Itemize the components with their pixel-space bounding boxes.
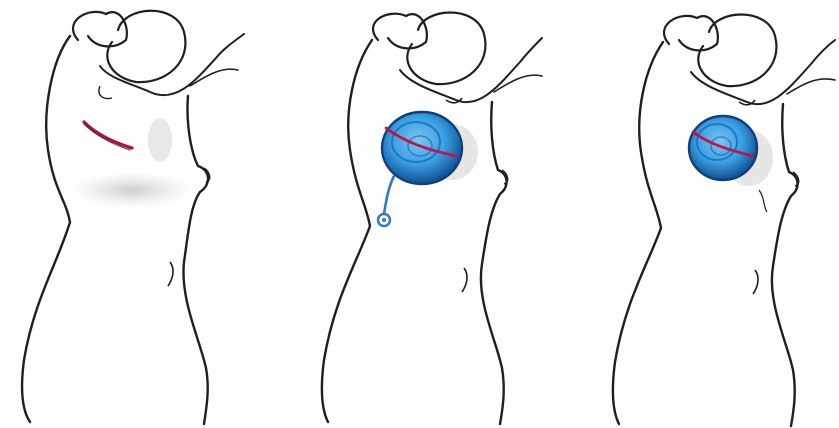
torso-sketch-incision — [0, 0, 280, 428]
head-outline — [407, 13, 485, 85]
torso-sketch-panel-2 — [280, 0, 560, 428]
head-outline — [107, 11, 185, 82]
front-outline — [772, 104, 798, 426]
front-outline — [481, 102, 507, 424]
torso-sketch-panel-1 — [0, 0, 280, 428]
chest-shading — [148, 118, 172, 162]
head-outline — [698, 15, 776, 87]
rib-mark — [759, 190, 767, 212]
navel-mark — [168, 262, 173, 286]
arm-outline — [400, 38, 542, 102]
hand-outline — [373, 14, 427, 49]
incision-line — [84, 122, 132, 148]
axilla-fold — [99, 86, 112, 99]
fill-tube — [384, 176, 394, 214]
navel-mark — [753, 270, 758, 294]
front-outline — [183, 96, 208, 424]
injection-port-center — [382, 218, 386, 222]
back-outline — [613, 42, 663, 424]
torso-sketch-expander — [559, 0, 839, 428]
torso-sketch-expander-with-port — [280, 0, 560, 428]
underarm-shading — [72, 172, 192, 208]
arm-outline — [691, 40, 835, 104]
back-outline — [322, 40, 372, 422]
hand-outline — [664, 16, 718, 51]
torso-sketch-panel-3 — [559, 0, 839, 428]
navel-mark — [462, 268, 467, 292]
back-outline — [22, 36, 70, 422]
